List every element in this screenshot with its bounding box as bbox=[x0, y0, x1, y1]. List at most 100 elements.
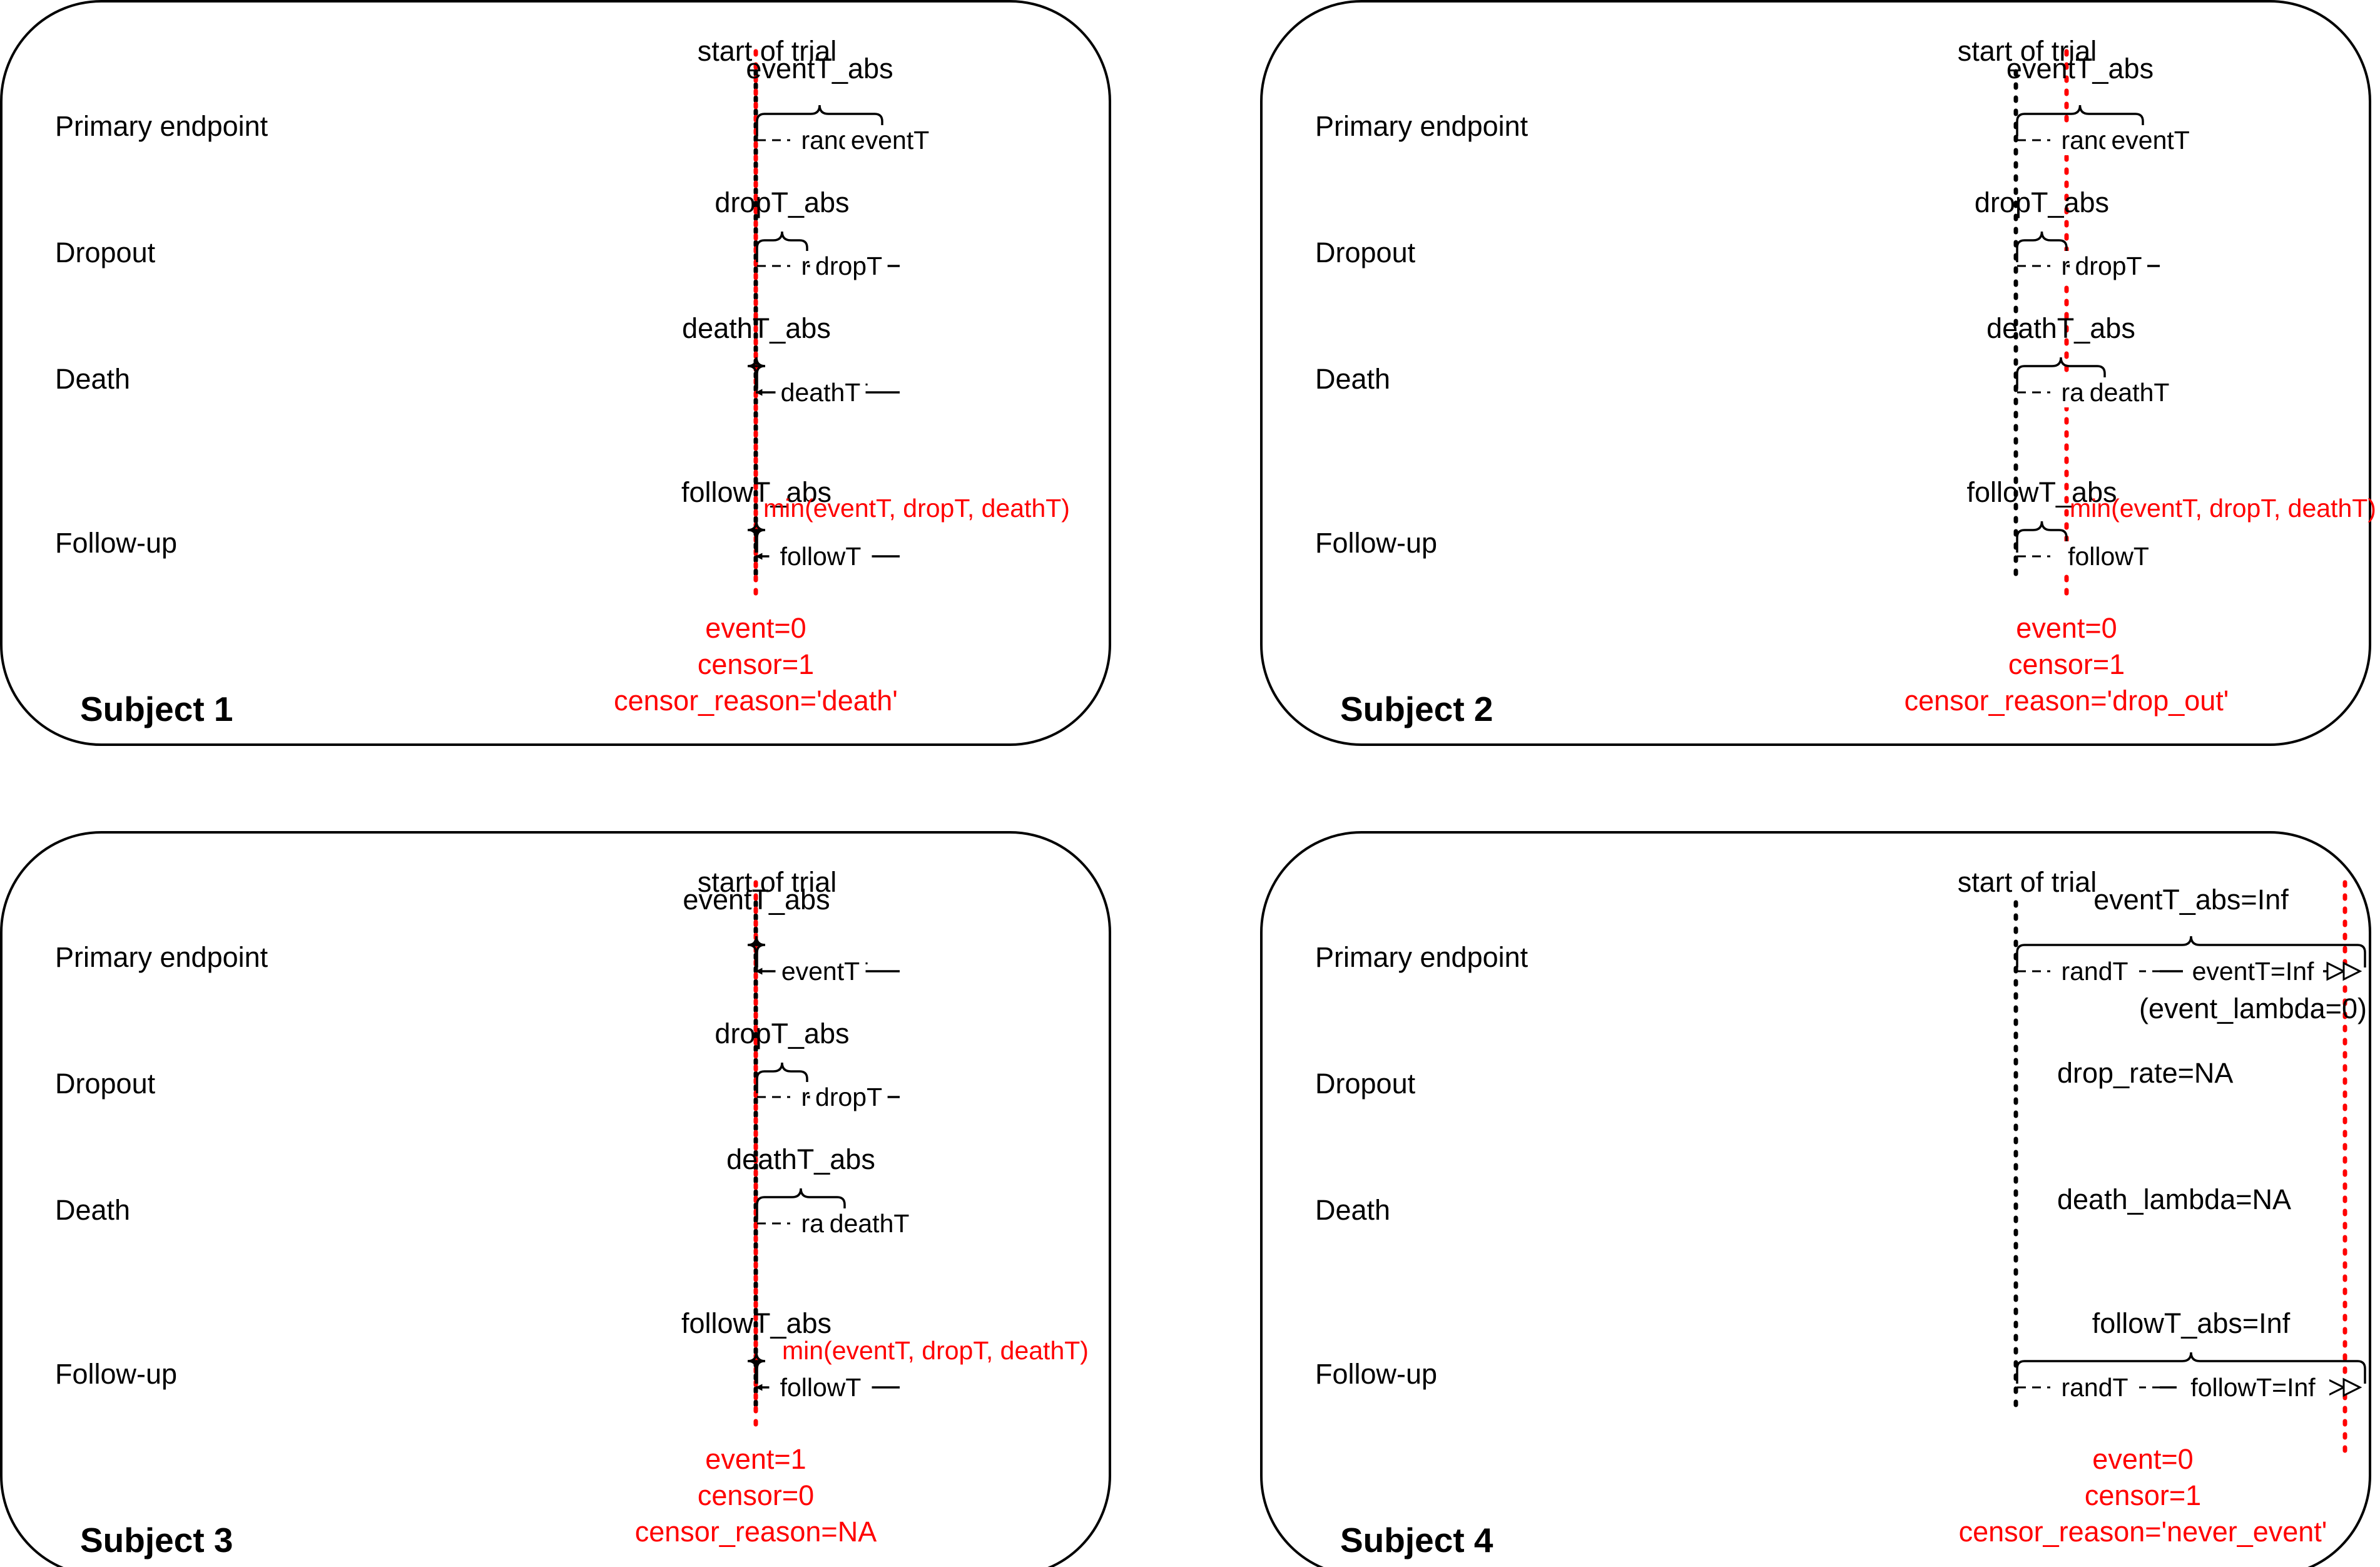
segment-label: followT=Inf bbox=[2190, 1373, 2316, 1402]
row-label-death: Death bbox=[55, 1194, 130, 1226]
segment-label: dropT bbox=[815, 1083, 882, 1111]
label-mask bbox=[824, 1208, 915, 1238]
parameter-label: drop_rate=NA bbox=[2057, 1057, 2233, 1089]
brace bbox=[747, 521, 766, 553]
row-label-dropout: Dropout bbox=[1315, 1068, 1416, 1100]
segment-label: followT bbox=[780, 1373, 862, 1402]
brace bbox=[2016, 231, 2068, 262]
outcome-line: censor_reason='never_event' bbox=[1959, 1516, 2327, 1548]
infinity-arrow-icon bbox=[2342, 961, 2362, 981]
brace-label: eventT_abs bbox=[683, 884, 830, 916]
segment-label: eventT bbox=[2111, 126, 2189, 155]
brace bbox=[747, 1352, 766, 1384]
brace-label: dropT_abs bbox=[1975, 186, 2109, 218]
brace-label: deathT_abs bbox=[726, 1143, 875, 1175]
row-label-primary-endpoint: Primary endpoint bbox=[55, 110, 268, 142]
label-mask bbox=[2177, 1372, 2329, 1402]
segment-label: deathT bbox=[830, 1209, 910, 1238]
min-note: min(eventT, dropT, deathT) bbox=[763, 494, 1070, 523]
label-mask bbox=[2183, 956, 2323, 986]
start-of-trial-label: start of trial bbox=[698, 35, 837, 67]
brace bbox=[747, 936, 766, 967]
row-label-primary-endpoint: Primary endpoint bbox=[1315, 110, 1528, 142]
min-note: min(eventT, dropT, deathT) bbox=[782, 1336, 1089, 1365]
row-label-death: Death bbox=[55, 363, 130, 395]
label-mask bbox=[2057, 541, 2160, 571]
brace-label: followT_abs bbox=[681, 476, 831, 508]
brace-label: eventT_abs=Inf bbox=[2093, 884, 2289, 916]
rand-label: randT bbox=[2061, 957, 2128, 986]
brace bbox=[2016, 1352, 2366, 1384]
label-mask bbox=[845, 125, 935, 155]
label-mask bbox=[769, 1372, 872, 1402]
brace bbox=[2016, 936, 2366, 967]
brace bbox=[756, 1188, 846, 1220]
brace bbox=[756, 1062, 808, 1093]
segment-label: followT bbox=[2068, 542, 2149, 571]
brace bbox=[756, 231, 808, 262]
label-mask bbox=[769, 541, 872, 571]
row-label-dropout: Dropout bbox=[1315, 237, 1416, 268]
brace-label: deathT_abs bbox=[1986, 312, 2135, 344]
segment-label: dropT bbox=[2075, 252, 2142, 280]
row-label-follow-up: Follow-up bbox=[55, 527, 177, 559]
row-label-primary-endpoint: Primary endpoint bbox=[1315, 941, 1528, 973]
row-label-death: Death bbox=[1315, 363, 1390, 395]
segment-label: eventT=Inf bbox=[2192, 957, 2314, 986]
label-mask bbox=[2050, 1372, 2139, 1402]
rate-note: (event_lambda=0) bbox=[2139, 993, 2367, 1024]
brace-label: followT_abs bbox=[1966, 476, 2117, 508]
outcome-line: event=1 bbox=[705, 1443, 806, 1475]
segment-label: deathT bbox=[2090, 378, 2170, 407]
brace bbox=[2016, 521, 2068, 553]
min-note: min(eventT, dropT, deathT) bbox=[2070, 494, 2376, 523]
brace-label: eventT_abs bbox=[2006, 53, 2154, 84]
subject-title: Subject 1 bbox=[80, 690, 233, 728]
segment-label: deathT bbox=[781, 378, 861, 407]
label-mask bbox=[810, 1082, 888, 1112]
infinity-arrow-icon bbox=[2326, 961, 2346, 981]
label-mask bbox=[775, 956, 866, 986]
segment-label: dropT bbox=[815, 252, 882, 280]
row-label-follow-up: Follow-up bbox=[55, 1358, 177, 1390]
label-mask bbox=[2070, 251, 2148, 281]
row-label-follow-up: Follow-up bbox=[1315, 527, 1437, 559]
brace-label: deathT_abs bbox=[682, 312, 831, 344]
row-label-primary-endpoint: Primary endpoint bbox=[55, 941, 268, 973]
label-mask bbox=[810, 251, 888, 281]
label-mask bbox=[2105, 125, 2196, 155]
parameter-label: death_lambda=NA bbox=[2057, 1183, 2291, 1215]
label-mask bbox=[775, 377, 866, 407]
infinity-arrow-icon bbox=[2342, 1377, 2362, 1397]
outcome-line: censor=0 bbox=[698, 1479, 814, 1511]
label-mask bbox=[2084, 377, 2175, 407]
segment-label: followT bbox=[780, 542, 862, 571]
start-of-trial-label: start of trial bbox=[1958, 866, 2097, 898]
brace bbox=[2016, 105, 2144, 136]
brace bbox=[747, 357, 766, 389]
outcome-line: censor=1 bbox=[2085, 1479, 2201, 1511]
outcome-line: censor_reason='drop_out' bbox=[1905, 685, 2229, 717]
outcome-line: censor_reason='death' bbox=[614, 685, 898, 717]
start-of-trial-label: start of trial bbox=[698, 866, 837, 898]
brace bbox=[2016, 357, 2106, 389]
subject-title: Subject 4 bbox=[1340, 1521, 1493, 1559]
brace-label: eventT_abs bbox=[746, 53, 893, 84]
brace-label: followT_abs bbox=[681, 1307, 831, 1339]
outcome-line: censor=1 bbox=[2008, 648, 2125, 680]
brace bbox=[756, 105, 883, 136]
segment-label: eventT bbox=[781, 957, 860, 986]
outcome-line: censor=1 bbox=[698, 648, 814, 680]
brace-label: followT_abs=Inf bbox=[2092, 1307, 2291, 1339]
brace-label: dropT_abs bbox=[715, 1018, 849, 1049]
brace-label: dropT_abs bbox=[715, 186, 849, 218]
label-mask bbox=[2050, 956, 2139, 986]
subject-title: Subject 3 bbox=[80, 1521, 233, 1559]
row-label-death: Death bbox=[1315, 1194, 1390, 1226]
row-label-follow-up: Follow-up bbox=[1315, 1358, 1437, 1390]
